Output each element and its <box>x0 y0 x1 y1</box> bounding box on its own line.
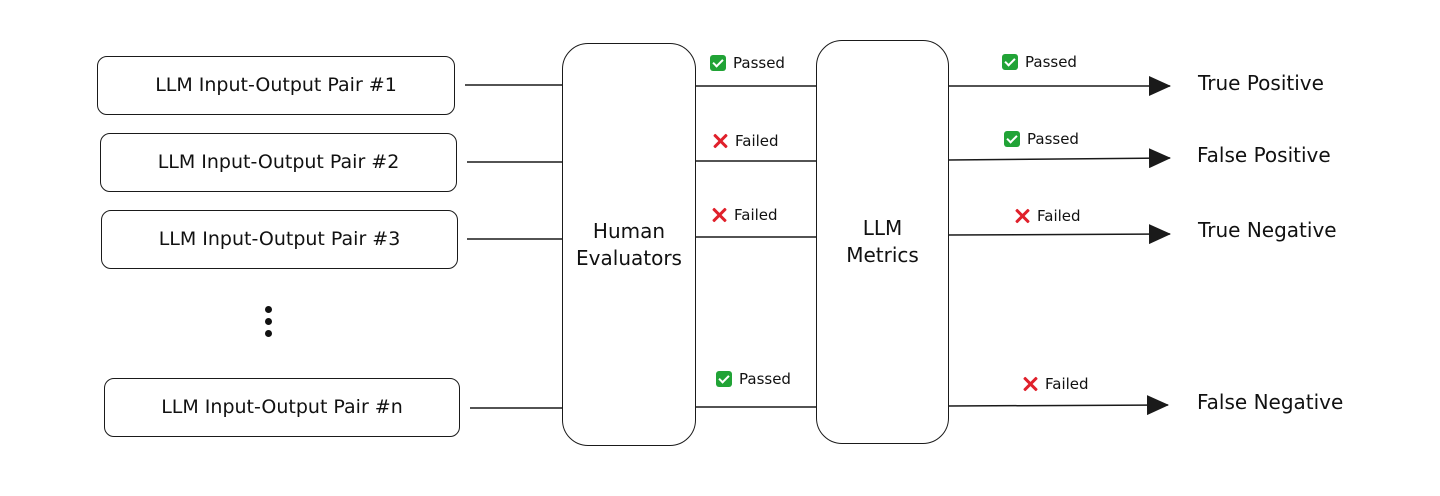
input-pair-box-2: LLM Input-Output Pair #2 <box>100 133 457 192</box>
input-pair-box-n: LLM Input-Output Pair #n <box>104 378 460 437</box>
cross-mark-icon <box>712 133 728 149</box>
metric-result-text: Failed <box>1045 375 1089 393</box>
metric-result-text: Passed <box>1025 53 1077 71</box>
human-result-text: Passed <box>739 370 791 388</box>
metric-result-2: Passed <box>1004 130 1079 148</box>
ellipsis-dot <box>265 318 272 325</box>
outcome-arrow-4 <box>947 395 1169 416</box>
human-result-text: Passed <box>733 54 785 72</box>
input-pair-box-1: LLM Input-Output Pair #1 <box>97 56 455 115</box>
outcome-arrow-2 <box>947 148 1171 169</box>
human-result-2: Failed <box>712 132 779 150</box>
human-evaluators-box: Human Evaluators <box>562 43 696 446</box>
outcome-true-negative: True Negative <box>1198 218 1337 242</box>
cross-mark-icon <box>711 207 727 223</box>
check-mark-icon <box>1004 131 1020 147</box>
metric-result-text: Passed <box>1027 130 1079 148</box>
outcome-true-positive: True Positive <box>1198 71 1324 95</box>
metric-result-3: Failed <box>1014 207 1081 225</box>
human-result-n: Passed <box>716 370 791 388</box>
check-mark-icon <box>716 371 732 387</box>
metric-result-1: Passed <box>1002 53 1077 71</box>
check-mark-icon <box>1002 54 1018 70</box>
outcome-arrow-3 <box>947 224 1171 245</box>
human-result-text: Failed <box>735 132 779 150</box>
input-pair-box-3: LLM Input-Output Pair #3 <box>101 210 458 269</box>
llm-metrics-label-line2: Metrics <box>846 243 919 267</box>
input-pair-label: LLM Input-Output Pair #2 <box>157 150 400 173</box>
cross-mark-icon <box>1022 376 1038 392</box>
input-pair-label: LLM Input-Output Pair #3 <box>158 227 401 250</box>
human-result-text: Failed <box>734 206 778 224</box>
human-evaluators-label-line1: Human <box>592 218 666 243</box>
cross-mark-icon <box>1014 208 1030 224</box>
check-mark-icon <box>710 55 726 71</box>
outcome-false-positive: False Positive <box>1197 143 1331 167</box>
metric-result-text: Failed <box>1037 207 1081 225</box>
input-pair-label: LLM Input-Output Pair #n <box>161 395 403 418</box>
llm-metrics-label-line1: LLM <box>862 216 903 240</box>
outcome-false-negative: False Negative <box>1197 390 1344 414</box>
ellipsis-dot <box>265 330 272 337</box>
metric-result-4: Failed <box>1022 375 1089 393</box>
llm-metrics-box: LLM Metrics <box>816 40 949 444</box>
human-result-3: Failed <box>711 206 778 224</box>
input-pair-label: LLM Input-Output Pair #1 <box>155 73 397 96</box>
ellipsis-dot <box>265 306 272 313</box>
human-evaluators-label-line2: Evaluators <box>576 245 682 270</box>
human-result-1: Passed <box>710 54 785 72</box>
